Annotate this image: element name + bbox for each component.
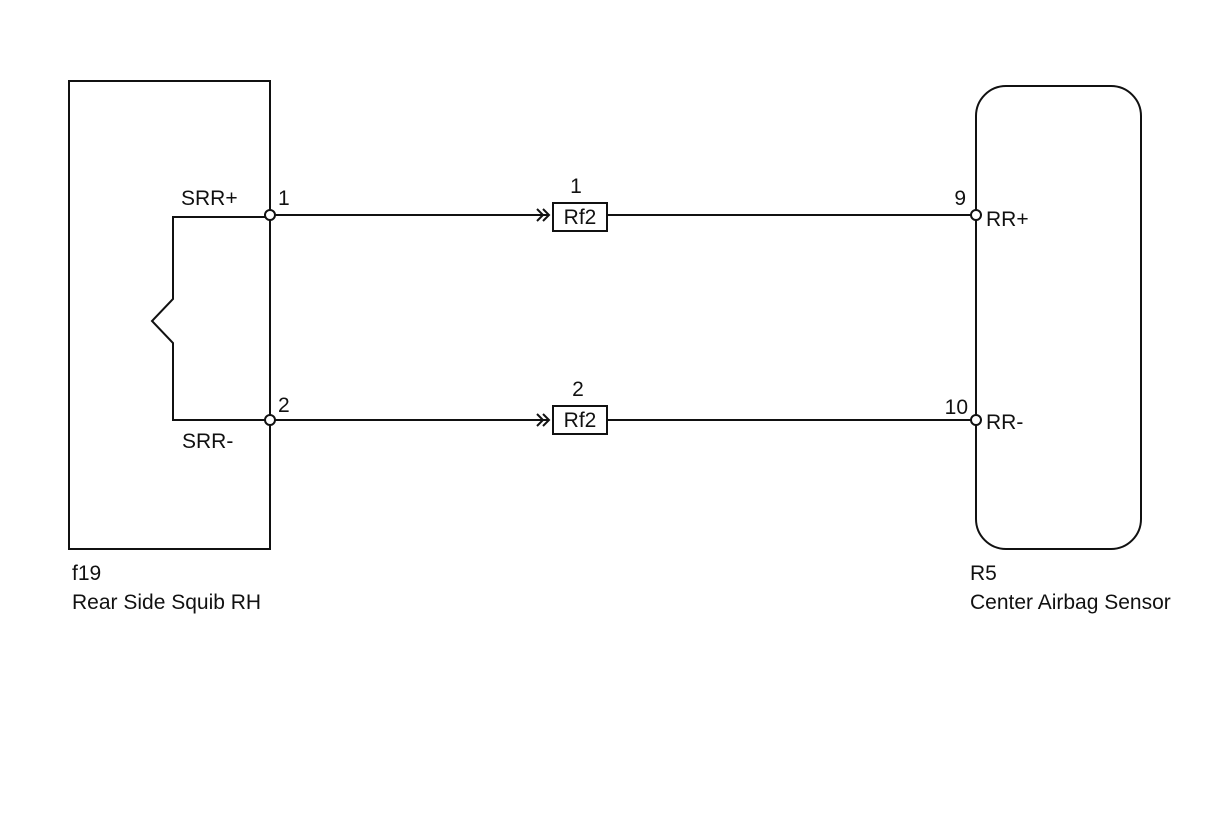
connector-box-2 [552,405,608,435]
squib-pin-2-label: 2 [278,394,290,417]
sensor-code: R5 [970,562,997,585]
sensor-name: Center Airbag Sensor [970,591,1171,614]
connector-arrow-2b [542,413,551,427]
connector-label-2: Rf2 [564,409,597,432]
squib-signal-minus: SRR- [182,430,233,453]
sensor-pin-9 [970,209,982,221]
connector-pin-2: 2 [572,378,584,401]
connector-pin-1: 1 [570,175,582,198]
connector-arrow-2a [536,413,545,427]
sensor-pin-9-label: 9 [954,187,966,210]
sensor-pin-10-label: 10 [945,396,968,419]
squib-signal-plus: SRR+ [181,187,238,210]
squib-component: SRR+ SRR- 1 2 f19 Rear Side Squib RH [68,80,290,614]
sensor-pin-10 [970,414,982,426]
connector-box-1 [552,202,608,232]
squib-box [68,80,271,550]
sensor-box [975,85,1142,550]
squib-name: Rear Side Squib RH [72,591,261,614]
sensor-signal-plus: RR+ [986,208,1029,231]
squib-code: f19 [72,562,101,585]
connector-arrow-1b [542,208,551,222]
squib-pin-1-label: 1 [278,187,290,210]
sensor-component: 9 10 RR+ RR- R5 Center Airbag Sensor [945,85,1171,614]
sensor-signal-minus: RR- [986,411,1023,434]
squib-element-symbol [150,216,270,421]
connector-rf2-pin1: Rf2 1 [536,175,608,232]
connector-arrow-1a [536,208,545,222]
connector-label-1: Rf2 [564,206,597,229]
squib-pin-1 [264,209,276,221]
squib-pin-2 [264,414,276,426]
connector-rf2-pin2: Rf2 2 [536,378,608,435]
